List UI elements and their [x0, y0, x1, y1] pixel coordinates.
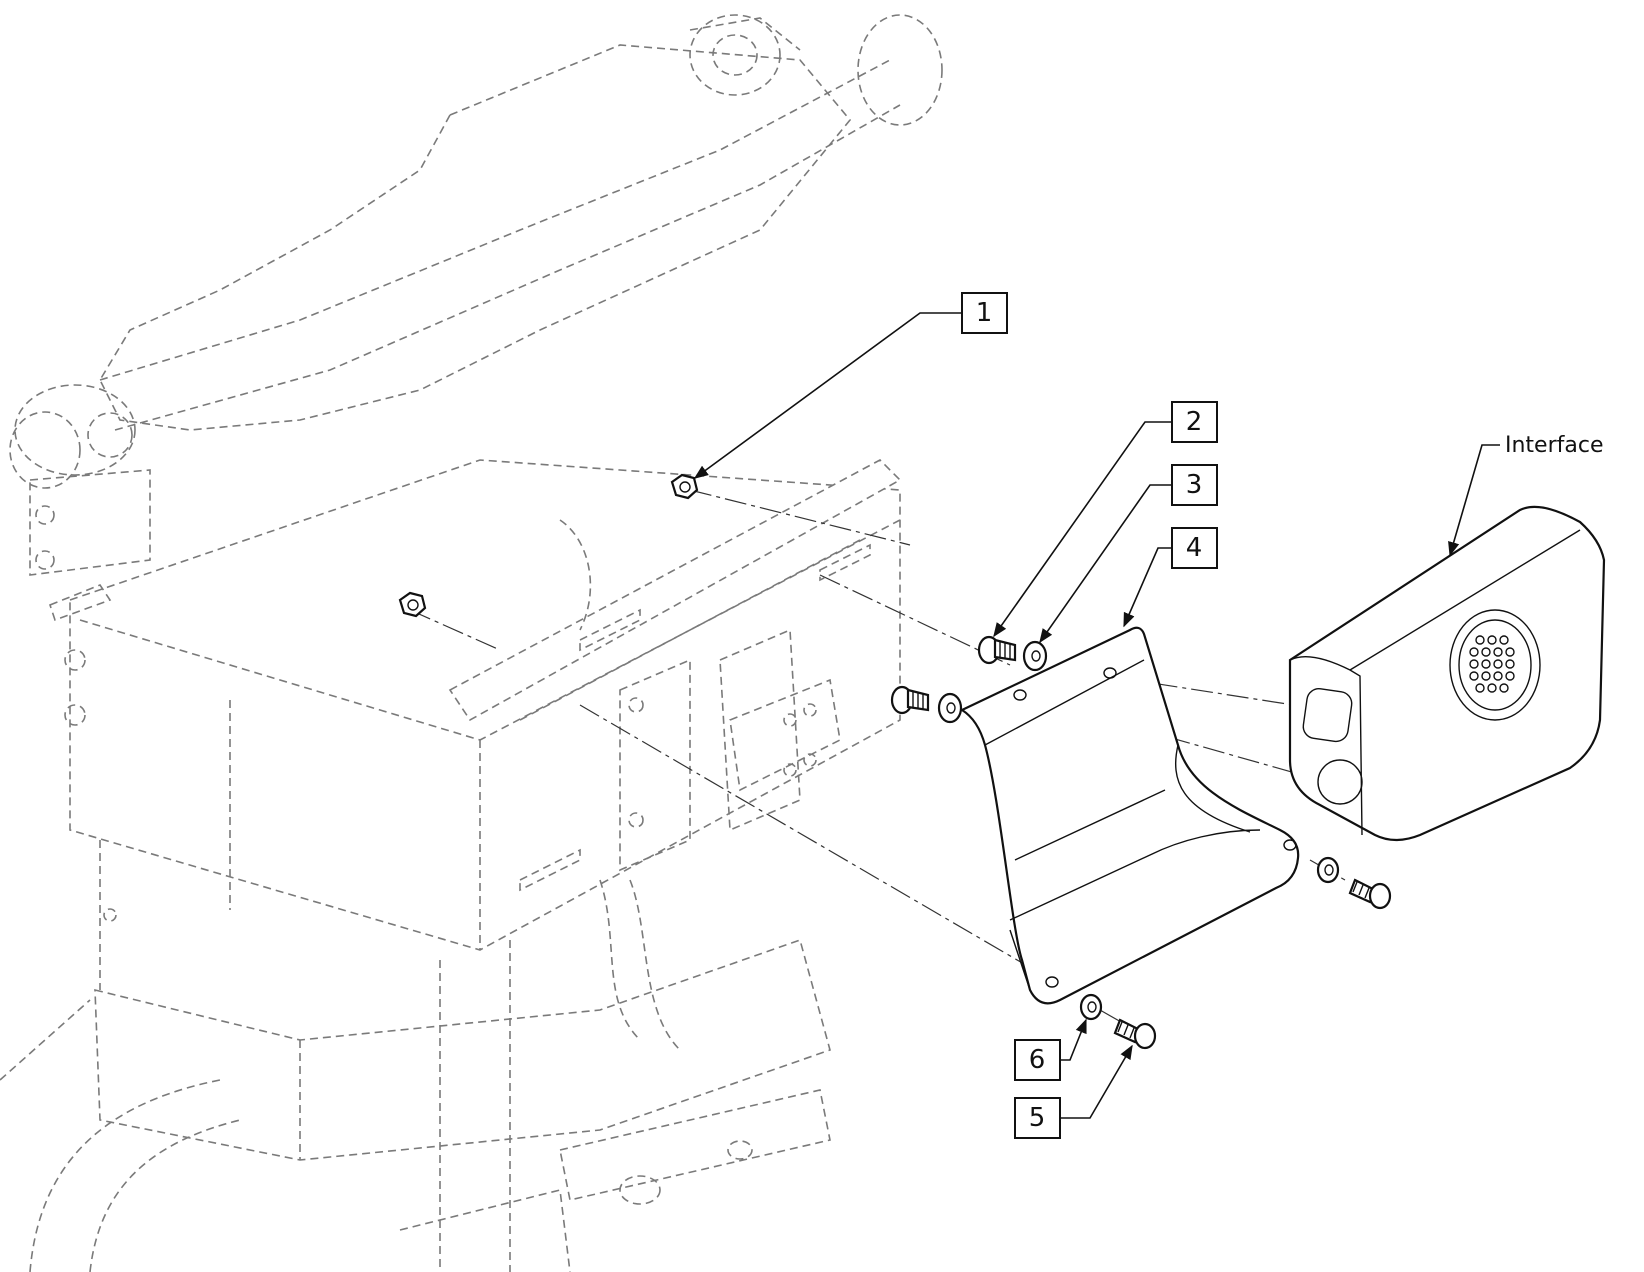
callout-3: 3 — [1171, 464, 1218, 506]
centerline-1 — [689, 489, 911, 546]
leader-interface — [1448, 444, 1500, 557]
callout-6-number: 6 — [1029, 1045, 1046, 1075]
callout-2: 2 — [1171, 401, 1218, 443]
part-locknut-lower — [398, 591, 427, 618]
part-washer-middle — [937, 692, 963, 724]
centerline-3 — [579, 704, 1061, 986]
part-screw-lower — [1113, 1018, 1157, 1050]
centerline-2 — [409, 609, 501, 651]
callout-6: 6 — [1014, 1039, 1061, 1081]
bracket-hole-2 — [1013, 689, 1027, 701]
wheelchair-frame-ghost — [0, 14, 943, 1272]
part-washer-upper — [1022, 640, 1048, 672]
bracket-hole-3 — [1283, 839, 1297, 851]
part-washer-lower — [1079, 993, 1103, 1021]
leader-6 — [1060, 1018, 1087, 1061]
bracket-hole-4 — [1045, 976, 1059, 988]
part-locknut-upper — [670, 473, 699, 500]
bracket-hole-1 — [1103, 667, 1117, 679]
callout-2-number: 2 — [1186, 407, 1203, 437]
speaker-grille — [1449, 609, 1541, 721]
leader-3 — [1039, 484, 1172, 644]
leader-lines — [693, 312, 1500, 1119]
callout-1-number: 1 — [976, 298, 993, 328]
leader-2 — [993, 421, 1172, 638]
assembly-centerlines — [409, 489, 1346, 1031]
part-washer-right — [1316, 856, 1340, 884]
interface-connector-1 — [1302, 688, 1353, 743]
callout-5-number: 5 — [1029, 1103, 1046, 1133]
leader-4 — [1123, 547, 1172, 628]
callout-5: 5 — [1014, 1097, 1061, 1139]
hardware — [398, 473, 1392, 1050]
leader-5 — [1060, 1044, 1133, 1119]
part-screw-right — [1348, 878, 1392, 910]
interface-label: Interface — [1505, 433, 1604, 458]
part-screw-upper — [977, 635, 1017, 665]
centerline-8 — [1099, 1009, 1136, 1031]
callout-4: 4 — [1171, 527, 1218, 569]
callout-3-number: 3 — [1186, 470, 1203, 500]
part-screw-middle — [890, 685, 930, 715]
part-bracket — [959, 626, 1300, 1005]
interface-connector-2 — [1317, 759, 1363, 805]
interface-box — [1288, 505, 1606, 842]
callout-4-number: 4 — [1186, 533, 1203, 563]
callout-1: 1 — [961, 292, 1008, 334]
leader-1 — [693, 312, 962, 479]
